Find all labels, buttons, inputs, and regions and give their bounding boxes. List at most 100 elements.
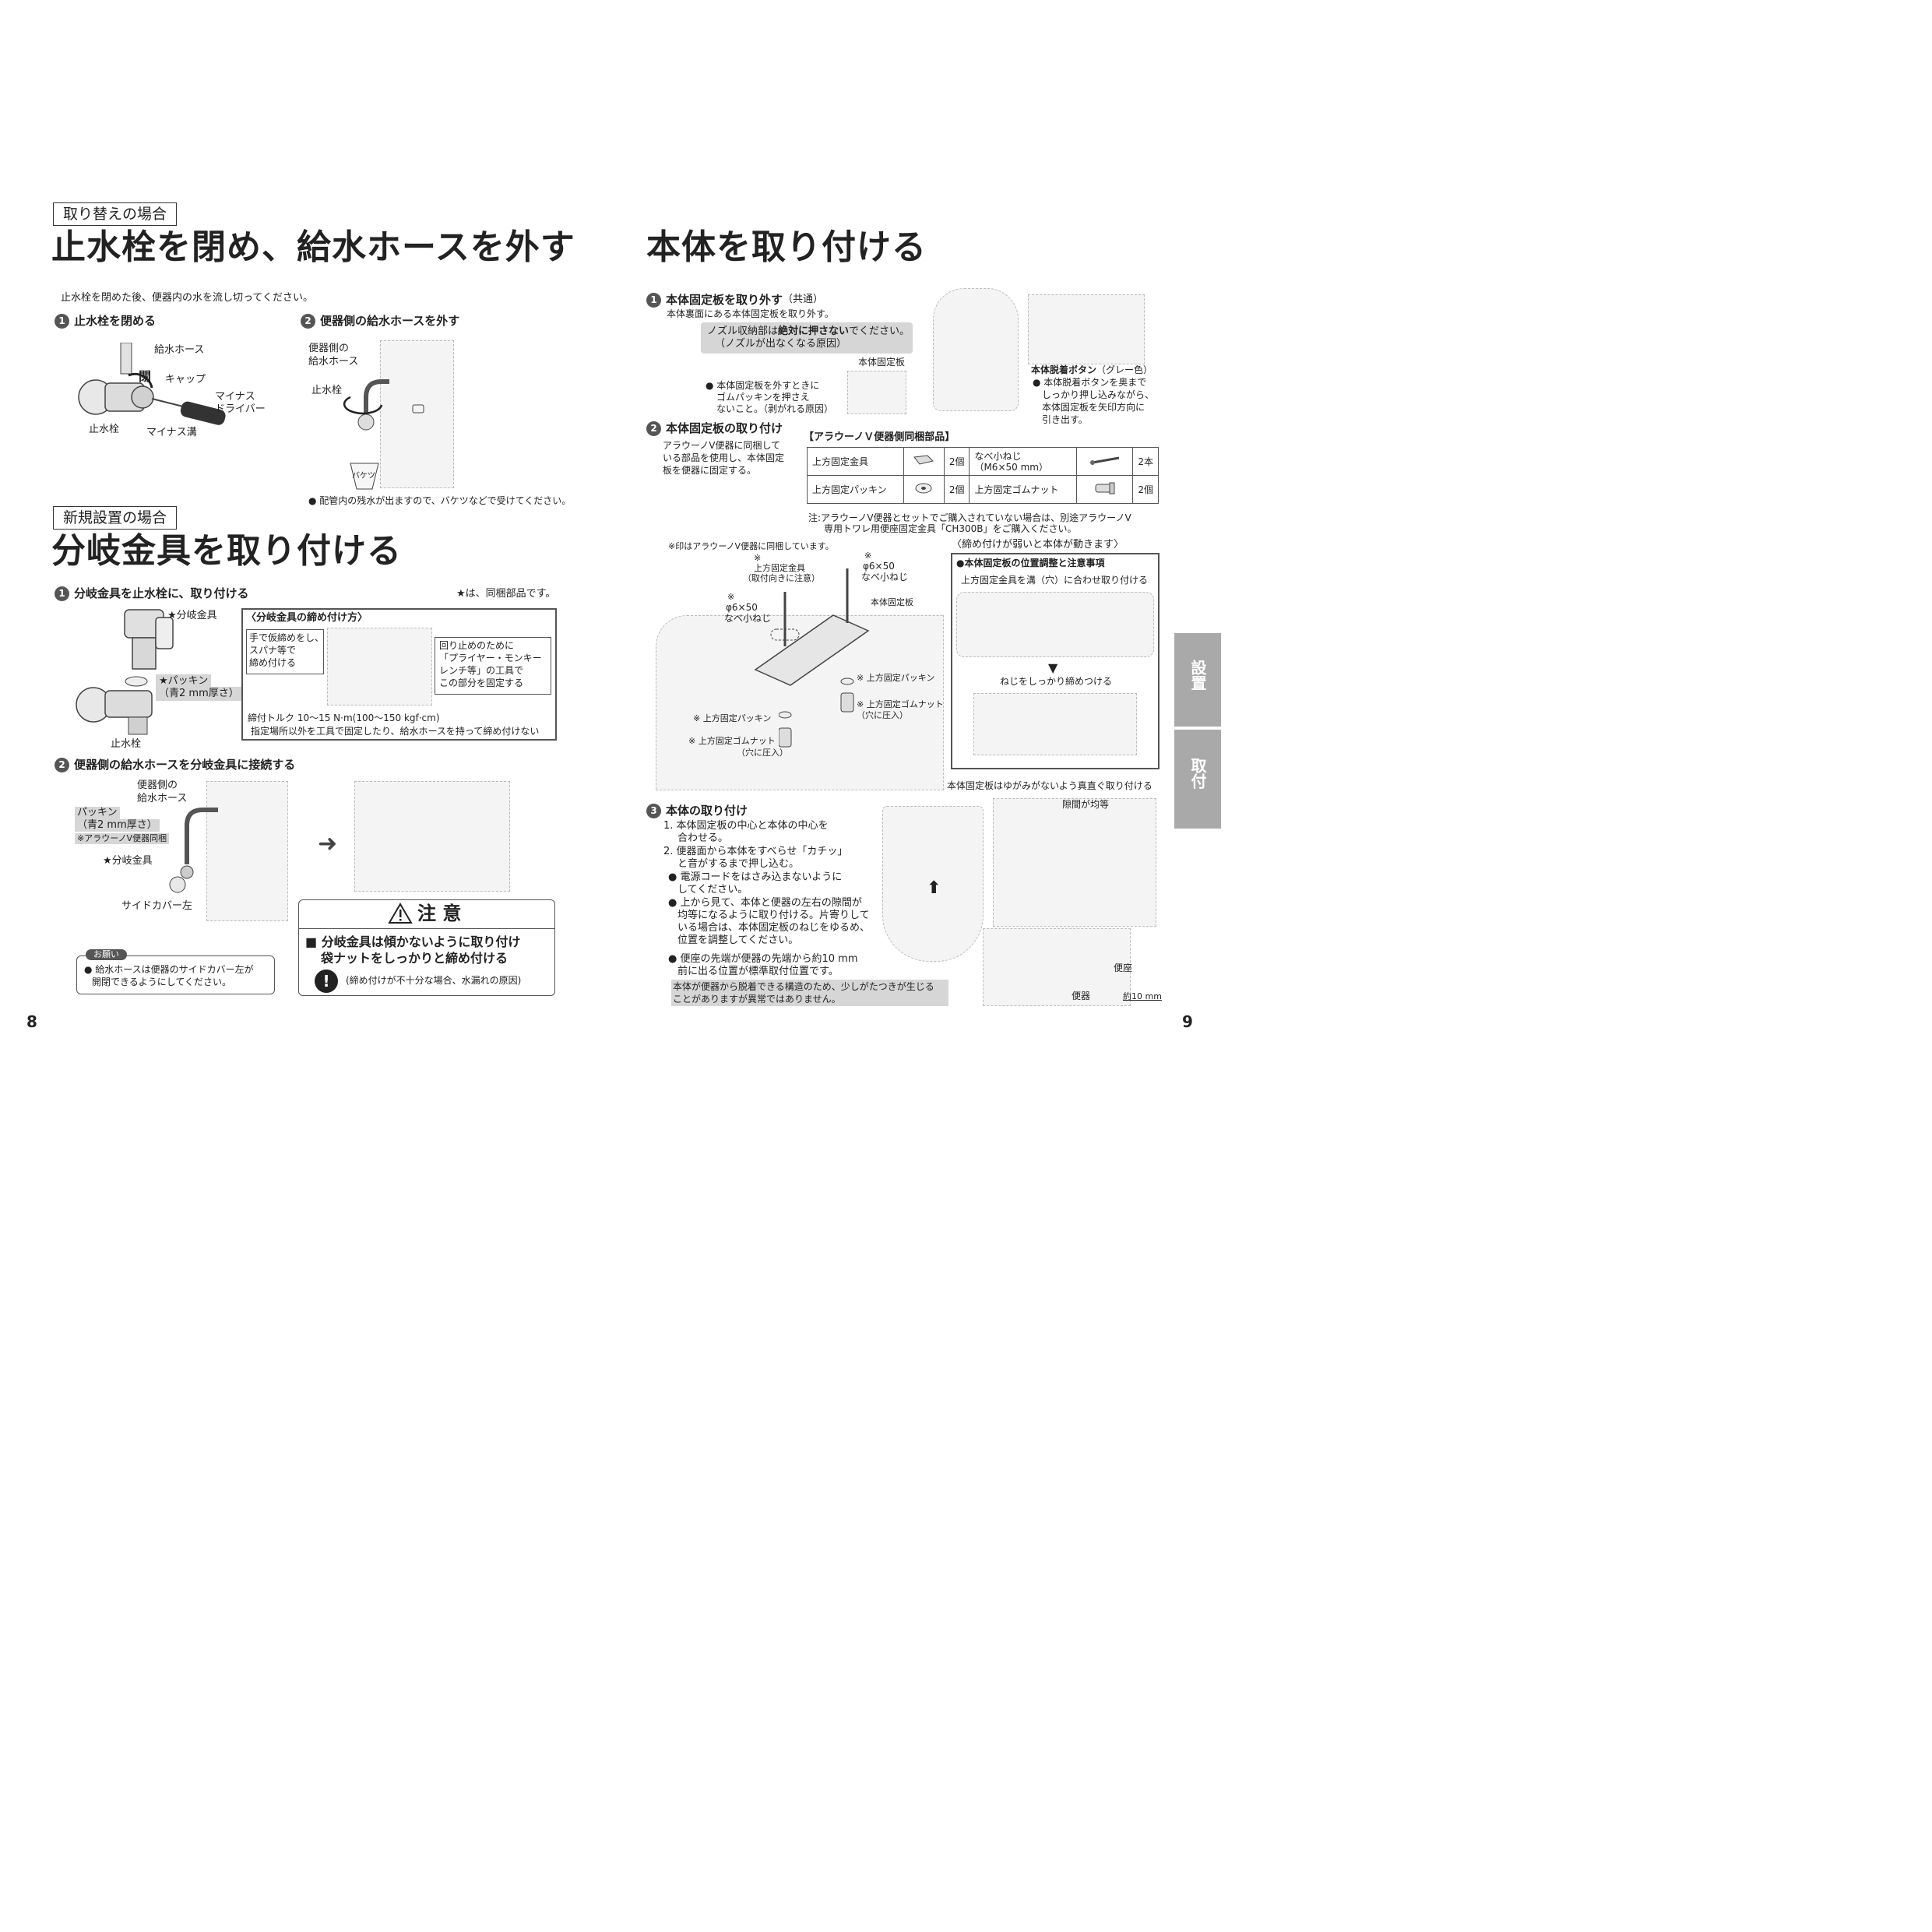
- loose-warning: 〈締め付けが弱いと本体が動きます〉: [952, 539, 1124, 551]
- label-toilet-hose-2: 給水ホース: [308, 356, 359, 368]
- hose-connect-illustration: [169, 808, 218, 893]
- adjust-line-2: ねじをしっかり締めつける: [1000, 676, 1113, 687]
- label-packing-right: ※ 上方固定パッキン: [857, 673, 935, 683]
- step-title: 本体の取り付け: [666, 804, 748, 818]
- toilet-side-illustration-after: [354, 781, 510, 892]
- release-button-label: 本体脱着ボタン（グレー色）: [1031, 364, 1153, 376]
- label-body-plate: 本体固定板: [858, 357, 906, 368]
- rubber-nut-icon: [1076, 475, 1134, 504]
- toilet-side-illustration-before: [206, 781, 288, 921]
- parts-cell-qty: 2個: [943, 475, 970, 504]
- howto-lock-box: [435, 637, 551, 695]
- packing-note-2: ゴムパッキンを押さえ: [716, 392, 810, 403]
- caution-line-1: ■ 分岐金具は傾かないように取り付け: [305, 934, 521, 949]
- install-line-5: ● 電源コードをはさみ込まないように: [668, 871, 843, 883]
- step-number: 2: [55, 757, 69, 772]
- arrow-up-icon: ⬆: [927, 878, 941, 898]
- label-cap: キャップ: [165, 374, 206, 385]
- page-number-right: 9: [1182, 1012, 1193, 1031]
- release-button-1: ● 本体脱着ボタンを奥まで: [1033, 377, 1147, 388]
- label-side-cover: サイドカバー左: [121, 900, 193, 912]
- parts-cell-name: 上方固定パッキン: [807, 475, 904, 504]
- step-title: 本体固定板を取り外す: [666, 293, 783, 307]
- label-driver-2: ドライバー: [215, 403, 266, 415]
- step-attach-fitting: 1 分岐金具を止水栓に、取り付ける: [55, 586, 249, 601]
- install-line-10: 位置を調整してください。: [677, 934, 799, 946]
- side-tab-mounting[interactable]: 取付: [1174, 730, 1221, 829]
- mark-note: ※印はアラウーノV便器に同梱しています。: [668, 541, 834, 551]
- label-screw-a-2: φ6×50: [863, 561, 895, 572]
- step-number: 1: [55, 586, 69, 601]
- label-packing-4: （青2 mm厚さ）: [75, 819, 160, 832]
- hose-remove-illustration: [343, 379, 424, 490]
- release-button-note: （グレー色）: [1096, 364, 1153, 375]
- request-label: お願い: [86, 949, 127, 960]
- nozzle-warning-1: ノズル収納部は絶対に押さないでください。: [707, 326, 910, 338]
- parts-table: 上方固定金具 2個 なべ小ねじ （M6×50 mm） 2本 上方固定パッキン 2…: [807, 447, 1159, 504]
- step-close-valve: 1 止水栓を閉める: [55, 313, 156, 329]
- howto-hand-box: [246, 629, 324, 674]
- step-remove-plate: 1 本体固定板を取り外す （共通）: [646, 292, 823, 308]
- side-tab-installation[interactable]: 設置: [1174, 633, 1221, 727]
- section-tag-replace: 取り替えの場合: [53, 202, 178, 226]
- note-residual-water: ● 配管内の残水が出ますので、バケツなどで受けてください。: [308, 495, 572, 506]
- label-packing-5: ※アラウーノV便器同梱: [75, 833, 170, 844]
- plate-screw-illustration: [973, 693, 1137, 755]
- parts-cell-qty: 2個: [943, 447, 970, 476]
- label-screw-b-3: なべ小ねじ: [724, 613, 772, 624]
- label-bowl: 便器: [1072, 991, 1091, 1001]
- label-bracket-3: （取付向きに注意）: [743, 573, 820, 583]
- label-valve-2: 止水栓: [311, 385, 343, 396]
- label-nut-right-1: ※ 上方固定ゴムナット: [857, 699, 944, 709]
- label-screw-b-2: φ6×50: [726, 602, 758, 613]
- caution-box: [298, 899, 555, 996]
- request-line-1: ● 給水ホースは便器のサイドカバー左が: [84, 964, 254, 975]
- step-remove-hose: 2 便器側の給水ホースを外す: [301, 313, 459, 329]
- howto-lock-1: 回り止めのために: [439, 640, 515, 651]
- release-button-4: 引き出す。: [1042, 414, 1088, 425]
- arrow-right-icon: ➜: [318, 830, 338, 857]
- heading-close-valve: 止水栓を閉め、給水ホースを外す: [51, 227, 575, 267]
- gap-detail-illustration: [993, 798, 1156, 927]
- adjust-bottom: 本体固定板はゆがみがないよう真直ぐ取り付ける: [947, 780, 1153, 791]
- step2-desc-1: アラウーノV便器に同梱して: [663, 440, 781, 451]
- request-box: [76, 955, 275, 994]
- howto-lock-2: 「プライヤー・モンキー: [439, 653, 542, 663]
- step2-desc-3: 板を便器に固定する。: [663, 465, 757, 476]
- howto-lock-4: この部分を固定する: [439, 677, 524, 688]
- packing-note-3: ないこと。（剥がれる原因）: [716, 403, 834, 414]
- adjust-box: [951, 553, 1160, 769]
- label-packing-2: （青2 mm厚さ）: [156, 687, 242, 701]
- label-screw-a-3: なべ小ねじ: [861, 572, 909, 582]
- fitting-illustration: [76, 609, 174, 735]
- label-groove: マイナス溝: [146, 427, 197, 438]
- screws-illustration: [779, 568, 854, 748]
- bracket-icon: [903, 447, 945, 476]
- parts-cell-qty-2: 2本: [1132, 447, 1159, 476]
- howto-hand-2: スパナ等で: [249, 645, 297, 656]
- label-10mm: 約10 mm: [1123, 991, 1162, 1001]
- install-line-1: 1. 本体固定板の中心と本体の中心を: [663, 820, 829, 832]
- step-title: 分岐金具を止水栓に、取り付ける: [74, 586, 249, 600]
- label-bracket-1: ※: [754, 553, 762, 563]
- install-line-7: ● 上から見て、本体と便器の左右の隙間が: [668, 897, 862, 909]
- adjust-line-1: 上方固定金具を溝（穴）に合わせ取り付ける: [961, 575, 1149, 586]
- label-supply-hose: 給水ホース: [154, 344, 205, 356]
- valve-close-illustration: [78, 343, 226, 425]
- seat-top-illustration: [882, 806, 984, 962]
- plate-top-illustration: [956, 592, 1154, 657]
- arrow-down-icon: ▼: [1048, 660, 1058, 675]
- release-button-illustration: [1028, 294, 1145, 364]
- parts-cell-name: 上方固定金具: [807, 447, 904, 476]
- install-note-1: 本体が便器から脱着できる構造のため、少しがたつきが生じる: [673, 981, 934, 992]
- caution-line-2: 袋ナットをしっかりと締め付ける: [321, 951, 509, 966]
- parts-cell-qty-2: 2個: [1132, 475, 1159, 504]
- step-number: 2: [646, 421, 661, 436]
- howto-warning: 指定場所以外を工具で固定したり、給水ホースを持って締め付けない: [251, 726, 540, 737]
- star-note: ★は、同梱部品です。: [456, 588, 556, 600]
- install-line-6: してください。: [677, 884, 748, 896]
- warning-triangle-icon: [388, 903, 413, 924]
- label-packing-left: ※ 上方固定パッキン: [693, 713, 772, 723]
- nozzle-warning-pre: ノズル収納部は: [707, 326, 779, 337]
- label-toilet-hose-1: 便器側の: [308, 343, 350, 354]
